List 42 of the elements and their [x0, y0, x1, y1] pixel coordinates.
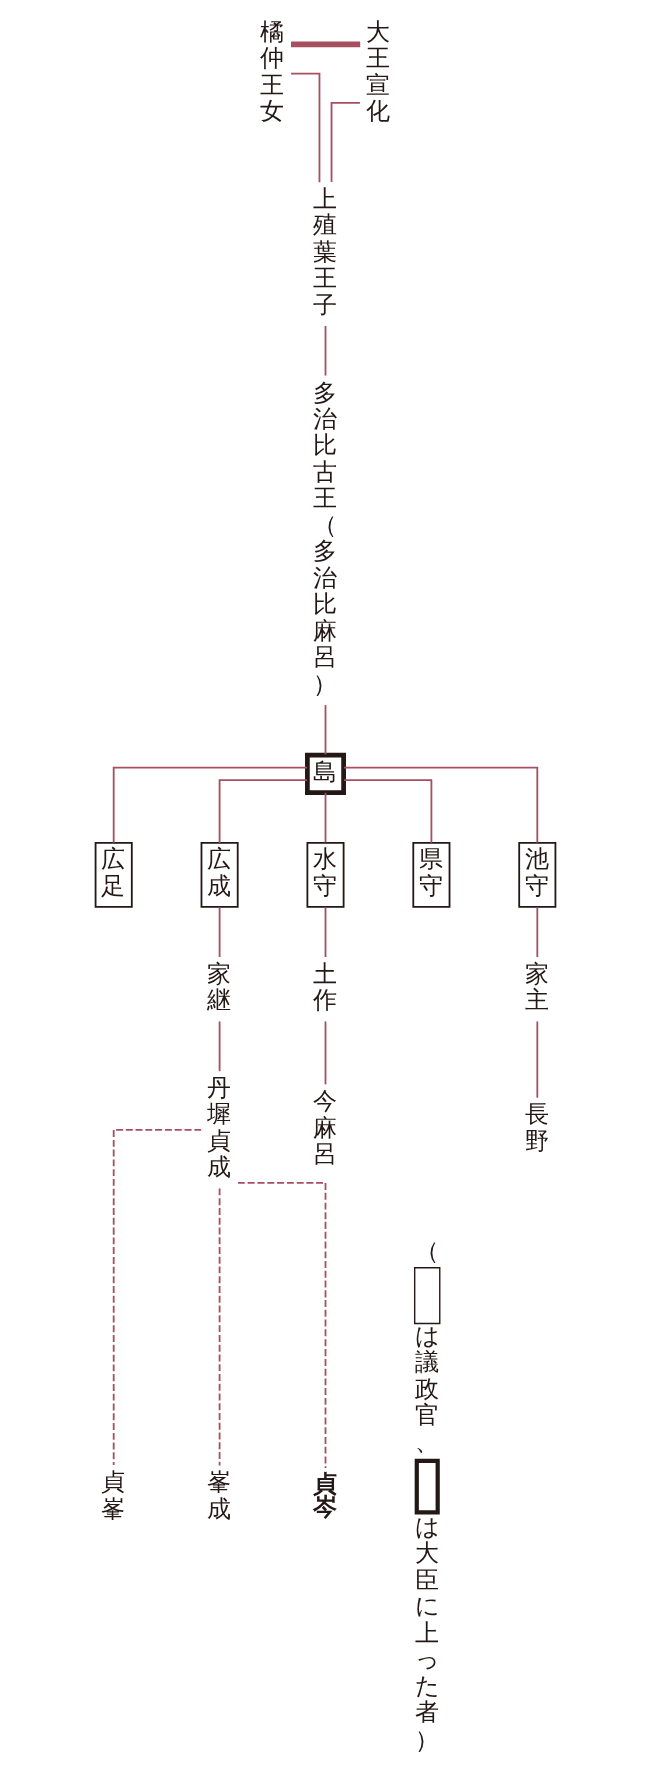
node-box: 広足	[94, 841, 133, 908]
connector	[218, 906, 220, 958]
node-text: 大王宣化	[365, 17, 390, 126]
connector	[324, 325, 326, 377]
node-box: 島	[304, 752, 346, 795]
legend-label: は議政官、	[414, 1321, 440, 1456]
connector	[535, 906, 538, 958]
node-text: 長野	[524, 1100, 549, 1155]
node-text: 貞岑	[312, 1469, 337, 1522]
node-text: 峯成	[206, 1468, 231, 1523]
connector	[324, 1020, 326, 1086]
node-box: 広成	[200, 841, 239, 908]
connector	[236, 1181, 326, 1470]
connector	[342, 766, 538, 844]
connector	[289, 72, 320, 184]
node-box: 水守	[305, 841, 345, 908]
node-text: 丹墀貞成	[206, 1073, 231, 1182]
connector	[218, 1187, 220, 1467]
connector	[112, 766, 308, 844]
node-text: 家主	[524, 959, 549, 1015]
node-text: 上殖葉王子	[312, 184, 337, 319]
node-text: 橘仲王女	[259, 17, 284, 126]
node-box: 池守	[517, 841, 556, 908]
node-box: 県守	[411, 841, 450, 908]
node-text: 今麻呂	[312, 1087, 337, 1169]
connector	[330, 101, 361, 183]
connector	[324, 906, 326, 958]
connector	[535, 1020, 538, 1099]
connector	[324, 791, 326, 844]
node-text: 土作	[312, 959, 337, 1015]
connector	[290, 41, 360, 48]
connector	[112, 1128, 202, 1466]
connector	[218, 1020, 220, 1073]
label: （	[414, 1236, 439, 1265]
connector	[324, 704, 326, 756]
legend-label: は大臣に上った者	[414, 1512, 440, 1727]
node-text: 貞峯	[100, 1468, 125, 1523]
connector	[342, 779, 432, 844]
connector	[218, 779, 308, 844]
node-text: 家継	[206, 959, 231, 1015]
label: ）	[414, 1726, 439, 1755]
node-text: 多治比古王（多治比麻呂）	[312, 378, 337, 698]
